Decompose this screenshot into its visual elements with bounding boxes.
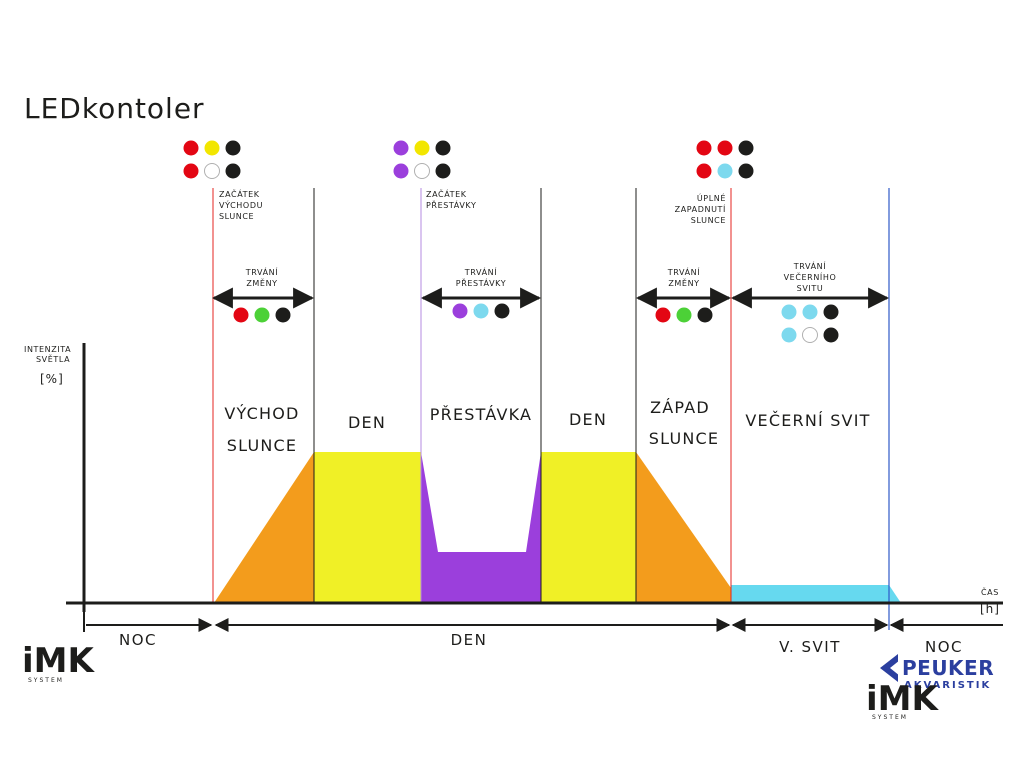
led-dot-groups [183,140,839,343]
marker-break-line1: ZAČÁTEK [426,188,467,199]
marker-sunset-line1: ÚPLNÉ [697,192,726,203]
imk-logo-system: SYSTEM [28,677,64,684]
marker-sunset-line3: SLUNCE [691,216,726,225]
duration-3-dot-cyan [781,327,797,343]
marker-1-dot-black [435,163,451,179]
duration-2-dot-green [676,307,692,323]
phase-sunrise-line2: SLUNCE [227,436,297,455]
duration-3-dot-cyan [781,304,797,320]
phase-break: PŘESTÁVKA [430,405,532,424]
marker-sunrise-line2: VÝCHODU [219,199,263,210]
duration-3-dot-black [823,327,839,343]
day-area-1 [314,452,421,603]
period-night-2: NOC [925,638,963,656]
page-title: LEDkontoler [24,92,205,125]
peuker-logo: PEUKER AKVARISTIK iMK SYSTEM [866,654,994,721]
imk-logo-system-right: SYSTEM [872,714,908,721]
marker-sunrise-line1: ZAČÁTEK [219,188,260,199]
duration-1-dot-black [494,303,510,319]
duration-1-dot-purple [452,303,468,319]
marker-0-dot-yellow [204,140,220,156]
marker-break-line2: PŘESTÁVKY [426,199,476,210]
imk-logo-text-right: iMK [866,679,939,719]
marker-0-dot-white [204,163,220,179]
intensity-areas [214,452,901,603]
marker-0-dot-red [183,140,199,156]
marker-2-dot-red [696,163,712,179]
marker-0-dot-red [183,163,199,179]
y-axis-label-line2: SVĚTLA [36,353,70,364]
imk-logo: iMK SYSTEM [22,641,95,684]
marker-1-dot-black [435,140,451,156]
phase-sunrise-line1: VÝCHOD [224,404,299,423]
duration-evening-line2: VEČERNÍHO [784,271,837,282]
marker-2-dot-black [738,163,754,179]
marker-1-dot-purple [393,163,409,179]
duration-evening-line3: SVITU [797,284,824,293]
period-evening: V. SVIT [779,638,841,656]
peuker-logo-mark-inner [890,660,900,676]
period-night-1: NOC [119,631,157,649]
duration-sunrise-line2: ZMĚNY [246,277,277,288]
duration-1-dot-cyan [473,303,489,319]
peuker-logo-text: PEUKER [902,656,994,680]
marker-sunset-line2: ZAPADNUTÍ [675,203,726,214]
duration-3-dot-cyan [802,304,818,320]
duration-0-dot-red [233,307,249,323]
y-axis-label-line1: INTENZITA [24,345,71,354]
phase-sunset-line1: ZÁPAD [650,398,710,417]
duration-break-line1: TRVÁNÍ [464,266,497,277]
break-area [421,452,541,603]
duration-evening-line1: TRVÁNÍ [793,260,826,271]
duration-0-dot-green [254,307,270,323]
duration-sunrise-line1: TRVÁNÍ [245,266,278,277]
duration-labels: TRVÁNÍ ZMĚNY TRVÁNÍ PŘESTÁVKY TRVÁNÍ ZMĚ… [245,260,837,293]
peuker-logo-subtitle: AKVARISTIK [904,680,991,691]
sunset-area [636,452,731,603]
day-area-2 [541,452,636,603]
phase-dividers [212,188,890,630]
duration-2-dot-black [697,307,713,323]
duration-2-dot-red [655,307,671,323]
marker-labels: ZAČÁTEK VÝCHODU SLUNCE ZAČÁTEK PŘESTÁVKY… [219,188,726,225]
marker-1-dot-yellow [414,140,430,156]
marker-2-dot-cyan [717,163,733,179]
marker-1-dot-white [414,163,430,179]
phase-day-2: DEN [569,410,607,429]
duration-sunset-line2: ZMĚNY [668,277,699,288]
phase-labels: VÝCHOD SLUNCE DEN PŘESTÁVKA DEN ZÁPAD SL… [224,398,870,455]
marker-1-dot-purple [393,140,409,156]
marker-0-dot-black [225,140,241,156]
x-axis-unit: [h] [980,602,1000,616]
phase-day-1: DEN [348,413,386,432]
duration-break-line2: PŘESTÁVKY [456,277,506,288]
marker-2-dot-red [696,140,712,156]
marker-0-dot-black [225,163,241,179]
evening-area [731,585,901,603]
marker-2-dot-black [738,140,754,156]
period-day: DEN [451,631,488,649]
x-axis-label: ČAS [981,586,999,597]
sunrise-area [214,452,314,603]
marker-2-dot-red [717,140,733,156]
duration-sunset-line1: TRVÁNÍ [667,266,700,277]
peuker-logo-mark [880,654,898,682]
duration-3-dot-white [802,327,818,343]
duration-3-dot-black [823,304,839,320]
period-bar: NOC DEN V. SVIT NOC [83,612,1003,656]
phase-evening: VEČERNÍ SVIT [745,411,870,430]
imk-logo-text: iMK [22,641,95,681]
marker-sunrise-line3: SLUNCE [219,212,254,221]
phase-sunset-line2: SLUNCE [649,429,719,448]
duration-0-dot-black [275,307,291,323]
y-axis-unit: [%] [40,372,64,386]
